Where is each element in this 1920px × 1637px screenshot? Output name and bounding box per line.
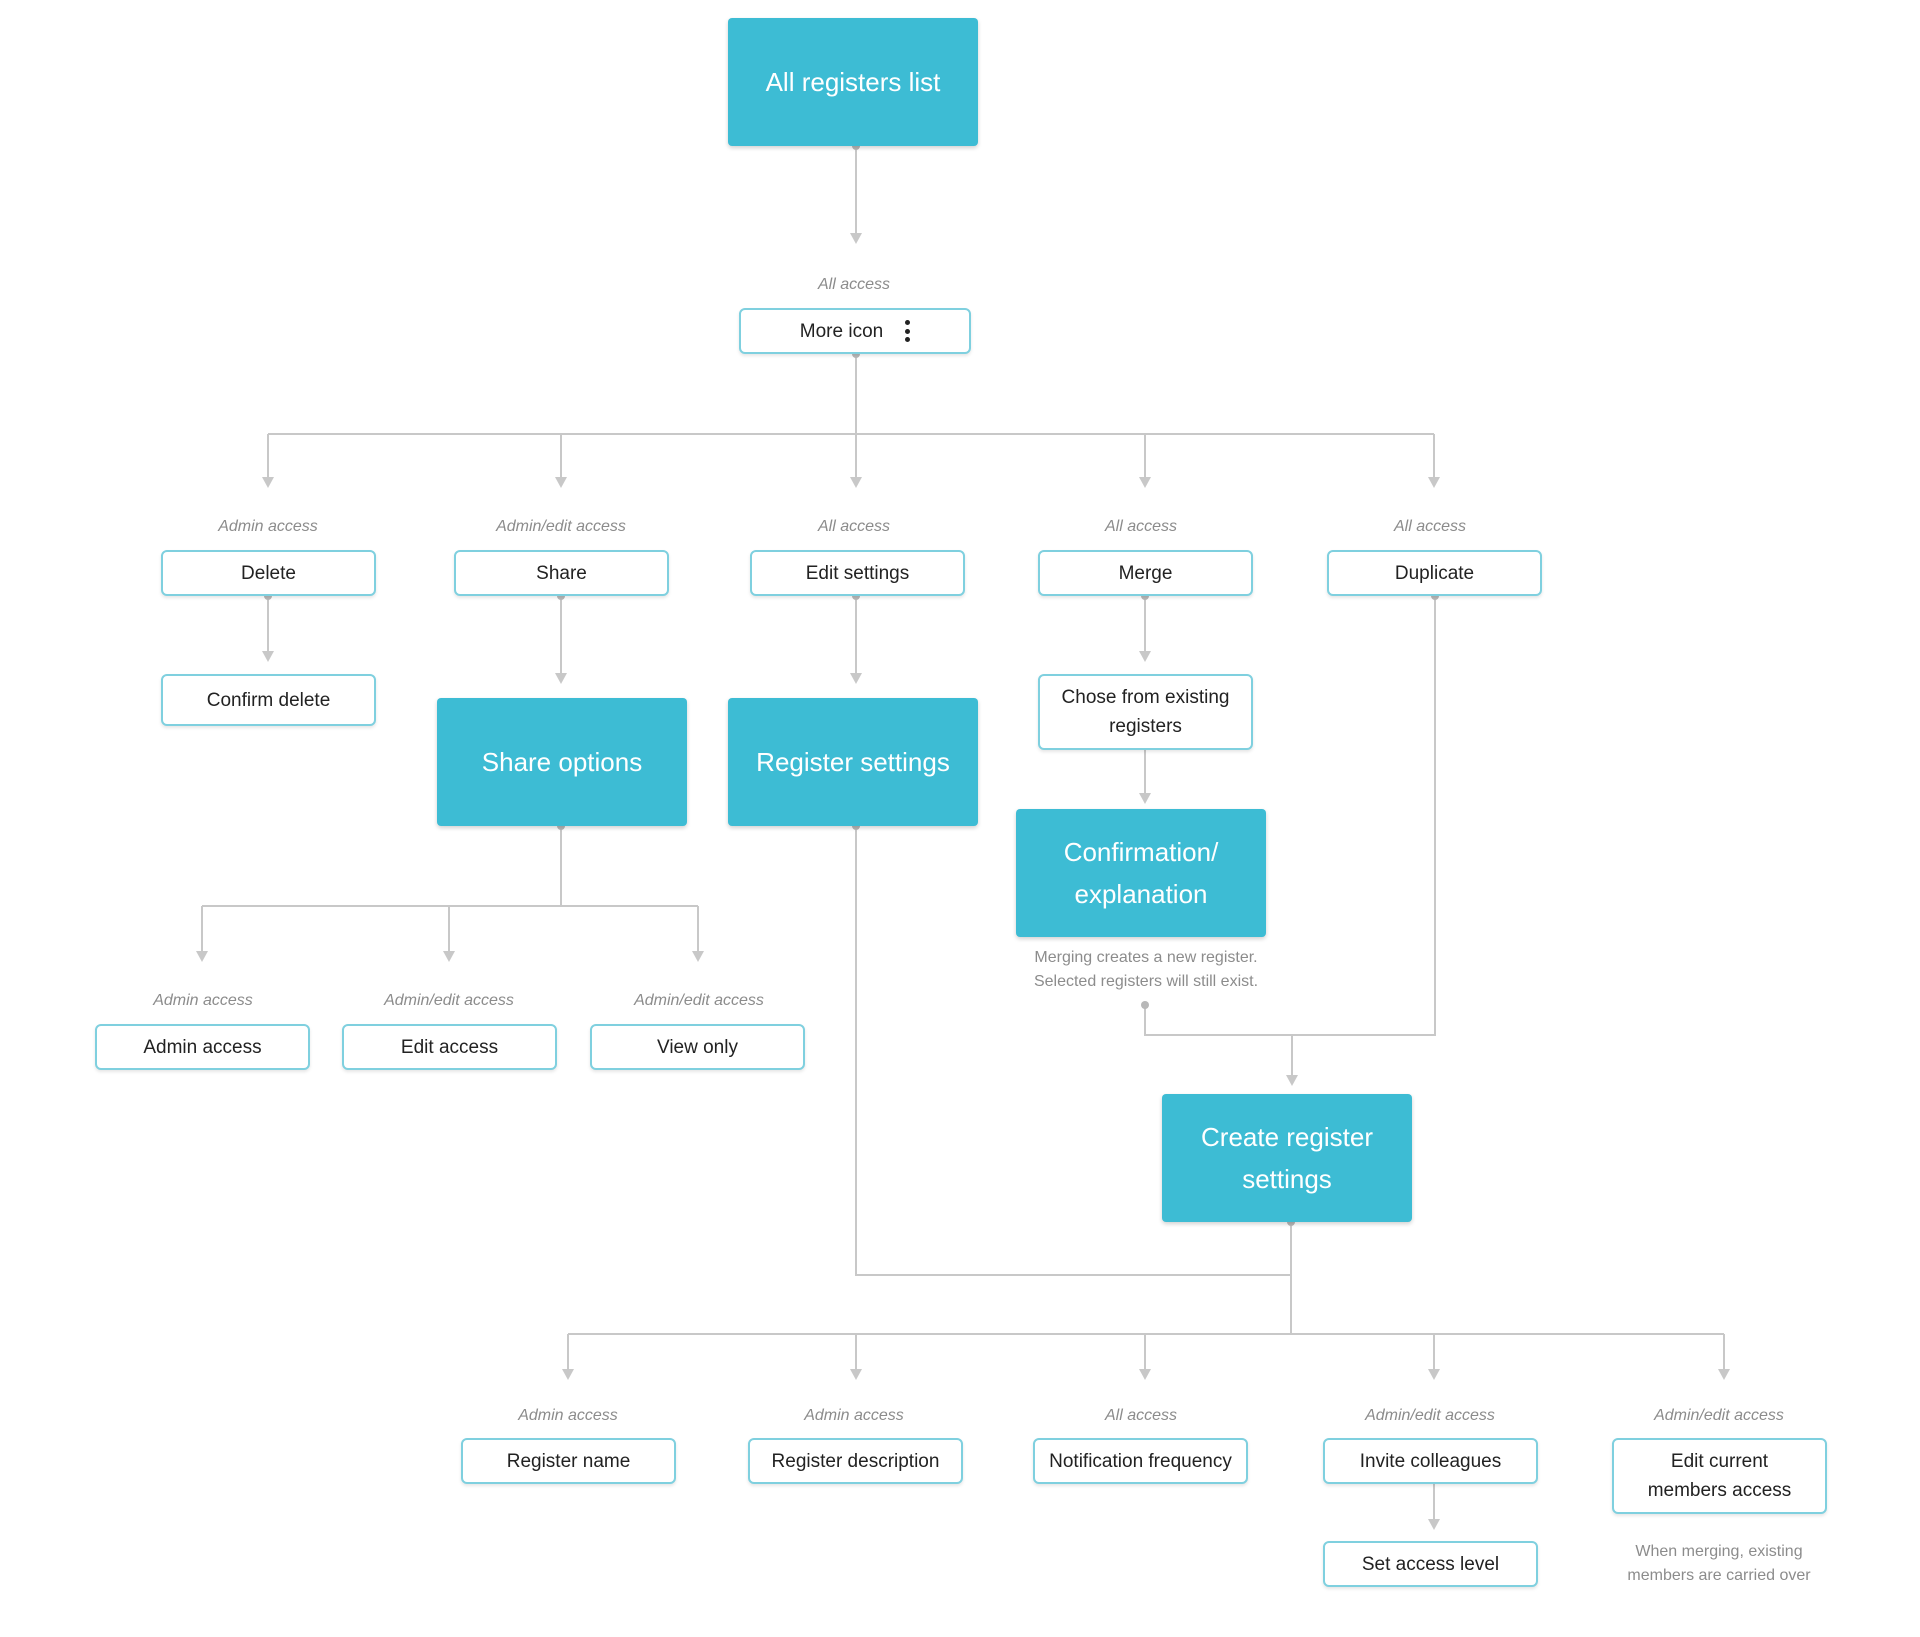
confirmation-explanation-label: Confirmation/ explanation: [1063, 837, 1219, 909]
merge-option[interactable]: Merge: [1038, 550, 1253, 596]
confirm-delete-option[interactable]: Confirm delete: [161, 674, 376, 726]
notification-frequency-option-label: Notification frequency: [1049, 1450, 1232, 1472]
arrowhead: [262, 651, 274, 662]
connector-dot: [1141, 1001, 1149, 1009]
arrowhead: [850, 233, 862, 244]
arrowhead: [1139, 793, 1151, 804]
notification-frequency-access-label: All access: [1104, 1407, 1178, 1424]
arrowhead: [1718, 1369, 1730, 1380]
edit-settings-option-label: Edit settings: [805, 562, 910, 584]
admin-access-option-label: Admin access: [143, 1036, 262, 1058]
duplicate-option[interactable]: Duplicate: [1327, 550, 1542, 596]
chose-from-existing-option[interactable]: Chose from existing registers: [1038, 674, 1253, 750]
invite-colleagues-option[interactable]: Invite colleagues: [1323, 1438, 1538, 1484]
share-options-label: Share options: [481, 747, 643, 777]
merge-option-label: Merge: [1118, 562, 1173, 584]
view-only-option-label: View only: [657, 1036, 738, 1058]
edit-current-members-access-option-label: Edit current members access: [1647, 1451, 1792, 1501]
more-icon-node[interactable]: More icon: [739, 308, 971, 354]
merging-note: Merging creates a new register. Selected…: [1033, 949, 1259, 990]
connector-line: [1144, 596, 1436, 1036]
confirm-delete-option-label: Confirm delete: [206, 689, 331, 711]
arrowhead: [562, 1369, 574, 1380]
merge-access-label: All access: [1104, 518, 1178, 535]
set-access-level-option-label: Set access level: [1361, 1553, 1500, 1575]
register-description-option-label: Register description: [771, 1450, 940, 1472]
view-only-access-label: Admin/edit access: [634, 992, 764, 1009]
duplicate-access-label: All access: [1393, 518, 1467, 535]
arrowhead: [1428, 477, 1440, 488]
arrowhead: [555, 673, 567, 684]
confirmation-explanation-node[interactable]: Confirmation/ explanation: [1016, 809, 1266, 937]
arrowhead: [850, 673, 862, 684]
arrowhead: [850, 477, 862, 488]
when-merging-note: When merging, existing members are carri…: [1627, 1543, 1811, 1584]
create-register-settings-label: Create register settings: [1201, 1122, 1373, 1194]
more-icon-label: More icon: [799, 320, 884, 342]
share-access-label: Admin/edit access: [496, 518, 626, 535]
connector-line: [855, 826, 1291, 1276]
delete-option-label: Delete: [241, 562, 296, 584]
edit-settings-access-label: All access: [817, 518, 891, 535]
notification-frequency-option[interactable]: Notification frequency: [1033, 1438, 1248, 1484]
register-settings-node[interactable]: Register settings: [728, 698, 978, 826]
invite-colleagues-option-label: Invite colleagues: [1359, 1450, 1502, 1472]
arrowhead: [1139, 1369, 1151, 1380]
arrowhead: [850, 1369, 862, 1380]
register-name-access-label: Admin access: [518, 1407, 618, 1424]
all-registers-list-node[interactable]: All registers list: [728, 18, 978, 146]
arrowhead: [692, 951, 704, 962]
edit-current-members-access-option[interactable]: Edit current members access: [1612, 1438, 1827, 1514]
share-options-node[interactable]: Share options: [437, 698, 687, 826]
invite-colleagues-access-label: Admin/edit access: [1365, 1407, 1495, 1424]
edit-current-members-access-label: Admin/edit access: [1654, 1407, 1784, 1424]
edit-access-access-label: Admin/edit access: [384, 992, 514, 1009]
arrowhead: [196, 951, 208, 962]
arrowhead: [1139, 651, 1151, 662]
register-description-access-label: Admin access: [804, 1407, 904, 1424]
more-icon-access-label: All access: [817, 276, 891, 293]
arrowhead: [1286, 1075, 1298, 1086]
delete-access-label: Admin access: [218, 518, 318, 535]
register-name-option[interactable]: Register name: [461, 1438, 676, 1484]
share-option-label: Share: [536, 562, 587, 584]
register-name-option-label: Register name: [506, 1450, 631, 1472]
arrowhead: [555, 477, 567, 488]
register-settings-label: Register settings: [756, 747, 950, 777]
set-access-level-option[interactable]: Set access level: [1323, 1541, 1538, 1587]
arrowhead: [1139, 477, 1151, 488]
more-vertical-icon: [905, 320, 911, 342]
chose-from-existing-option-label: Chose from existing registers: [1061, 687, 1230, 737]
all-registers-list-label: All registers list: [765, 67, 941, 97]
admin-access-option[interactable]: Admin access: [95, 1024, 310, 1070]
arrowhead: [1428, 1369, 1440, 1380]
duplicate-option-label: Duplicate: [1394, 562, 1475, 584]
arrowhead: [262, 477, 274, 488]
admin-access-access-label: Admin access: [153, 992, 253, 1009]
arrowhead: [1428, 1519, 1440, 1530]
edit-settings-option[interactable]: Edit settings: [750, 550, 965, 596]
edit-access-option[interactable]: Edit access: [342, 1024, 557, 1070]
register-description-option[interactable]: Register description: [748, 1438, 963, 1484]
delete-option[interactable]: Delete: [161, 550, 376, 596]
arrowhead: [443, 951, 455, 962]
create-register-settings-node[interactable]: Create register settings: [1162, 1094, 1412, 1222]
view-only-option[interactable]: View only: [590, 1024, 805, 1070]
edit-access-option-label: Edit access: [400, 1036, 499, 1058]
share-option[interactable]: Share: [454, 550, 669, 596]
